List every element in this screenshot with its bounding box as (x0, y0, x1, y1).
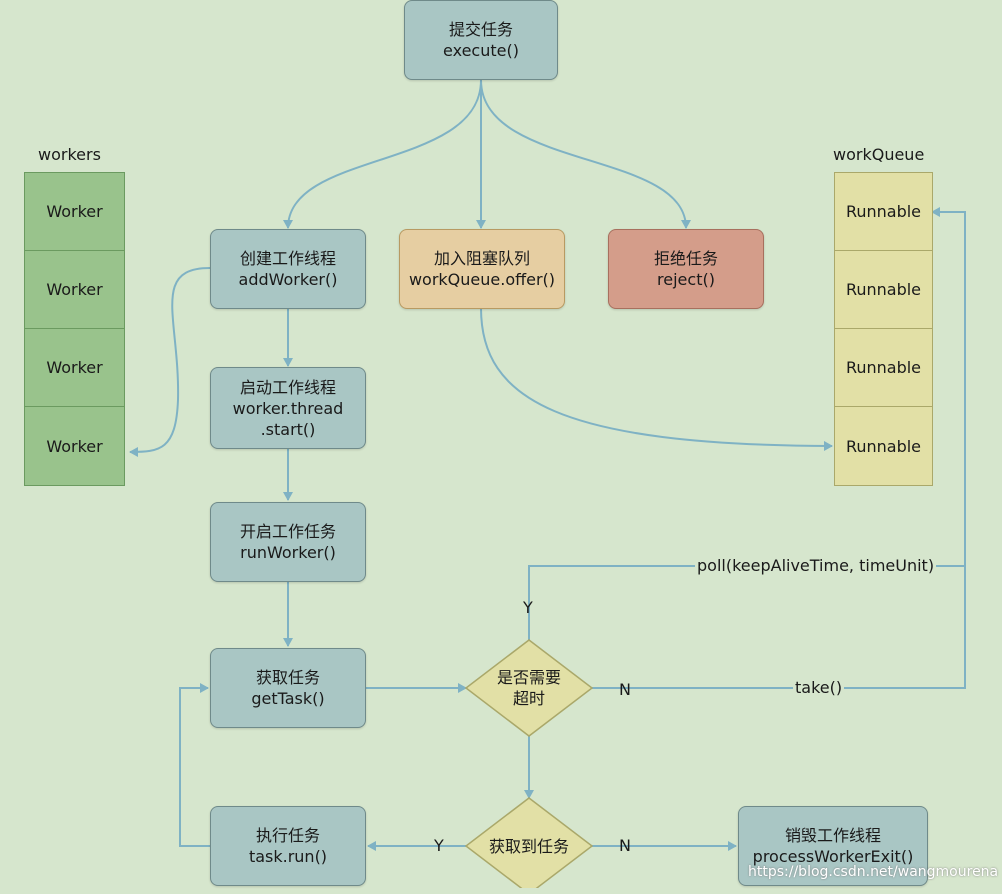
csdn-watermark: https://blog.csdn.net/wangmourena (748, 864, 999, 880)
node-enqueue-method: workQueue.offer() (408, 270, 556, 289)
decision-got-task: 获取到任务 (466, 798, 592, 894)
node-get-task-method: getTask() (251, 689, 325, 708)
node-add-worker: 创建工作线程 addWorker() (210, 229, 366, 309)
node-exit-worker-method: processWorkerExit() (752, 847, 914, 866)
node-run-worker-title: 开启工作任务 (239, 522, 336, 541)
node-start-thread-title: 启动工作线程 (239, 377, 336, 397)
label-no-got-task: N (619, 836, 631, 855)
node-exit-worker: 销毁工作线程 processWorkerExit() (738, 806, 928, 886)
edge-submit-to-reject (480, 79, 691, 229)
work-queue-title: workQueue (833, 145, 925, 164)
node-submit-method: execute() (443, 41, 519, 60)
decision-got-task-shape (464, 797, 594, 888)
node-start-thread-method: worker.thread (232, 398, 344, 418)
label-poll: poll(keepAliveTime, timeUnit) (695, 556, 937, 575)
worker-cell: Worker (25, 329, 124, 407)
node-run-task: 执行任务 task.run() (210, 806, 366, 886)
node-run-worker: 开启工作任务 runWorker() (210, 502, 366, 582)
node-start-thread: 启动工作线程 worker.thread .start() (210, 367, 366, 449)
runnable-cell: Runnable (835, 329, 932, 407)
node-submit-title: 提交任务 (448, 20, 513, 39)
worker-cell: Worker (25, 173, 124, 251)
runnable-cell: Runnable (835, 173, 932, 251)
worker-cell: Worker (25, 251, 124, 329)
decision-got-task-line-1: 获取到任务 (488, 836, 569, 856)
workers-title: workers (38, 145, 101, 164)
worker-cell: Worker (46, 436, 103, 456)
node-exit-worker-title: 销毁工作线程 (784, 826, 881, 845)
node-enqueue: 加入阻塞队列 workQueue.offer() (399, 229, 565, 309)
runnable-cell: Runnable (835, 251, 932, 329)
node-submit-task: 提交任务 execute() (404, 0, 558, 80)
edge-run-task-loop (179, 683, 210, 847)
edge-enqueue-to-queue (480, 307, 833, 451)
node-reject: 拒绝任务 reject() (608, 229, 764, 309)
node-reject-method: reject() (657, 270, 715, 289)
edge-add-worker-to-workers (129, 267, 211, 457)
label-yes-timeout: Y (523, 598, 533, 617)
decision-timeout: 是否需要 超时 (466, 640, 592, 736)
node-reject-title: 拒绝任务 (653, 249, 718, 268)
decision-timeout-line-1: 是否需要 (496, 668, 561, 687)
node-get-task-title: 获取任务 (255, 668, 320, 687)
edge-submit-to-add-worker (283, 79, 482, 229)
node-start-thread-method-2: .start() (260, 419, 316, 439)
decision-timeout-shape (464, 639, 594, 737)
edge-timeout-take (592, 566, 966, 689)
node-get-task: 获取任务 getTask() (210, 648, 366, 728)
node-add-worker-method: addWorker() (238, 270, 338, 289)
workers-stack: Worker Worker Worker Worker (24, 172, 125, 486)
node-run-task-method: task.run() (248, 847, 328, 866)
node-enqueue-title: 加入阻塞队列 (433, 249, 530, 268)
label-take: take() (793, 678, 845, 697)
work-queue-stack: Runnable Runnable Runnable Runnable (834, 172, 933, 486)
node-add-worker-title: 创建工作线程 (239, 249, 336, 268)
decision-timeout-line-2: 超时 (512, 689, 545, 708)
runnable-cell: Runnable (845, 436, 922, 456)
label-no-timeout: N (619, 680, 631, 699)
node-run-worker-method: runWorker() (240, 543, 336, 562)
label-yes-got-task: Y (434, 836, 444, 855)
node-run-task-title: 执行任务 (255, 826, 320, 845)
